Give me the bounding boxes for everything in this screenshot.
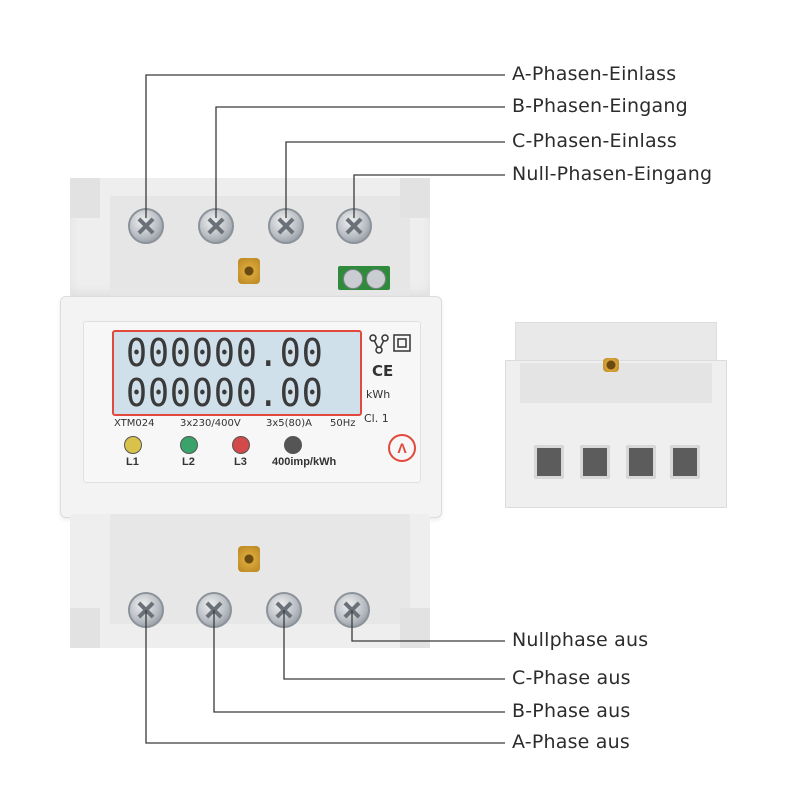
screw-b-in [198,208,234,244]
label-c-phase-in: C-Phasen-Einlass [512,130,677,152]
side-terminal-hole [626,445,656,479]
side-terminal-hole [580,445,610,479]
model-label: XTM024 [114,418,155,429]
unit-label: kWh [366,388,391,401]
lcd-display: 000000.00 000000.00 [112,330,362,416]
label-null-phase-out: Nullphase aus [512,629,649,651]
meter-face: 000000.00 000000.00 CE kWh Cl. 1 XTM024 [60,296,442,518]
side-terminal-hole [534,445,564,479]
led-label-l3: L3 [234,456,247,468]
voltage-label: 3x230/400V [180,418,241,429]
energy-meter-front: 000000.00 000000.00 CE kWh Cl. 1 XTM024 [60,178,442,648]
brand-logo-icon: Λ [388,434,416,462]
frequency-label: 50Hz [330,418,356,429]
screw-null-out [334,592,370,628]
led-l1 [124,436,142,454]
top-mounting-nut [238,258,260,284]
phase-symbol-icon [369,334,411,354]
screw-a-out [128,592,164,628]
screw-null-in [336,208,372,244]
impulse-rate-label: 400imp/kWh [272,456,337,468]
accuracy-class: Cl. 1 [364,412,389,425]
screw-b-out [196,592,232,628]
current-label: 3x5(80)A [266,418,313,429]
led-label-l2: L2 [182,456,195,468]
display-panel: 000000.00 000000.00 CE kWh Cl. 1 XTM024 [83,321,421,483]
lcd-row-1: 000000.00 [126,331,324,375]
label-a-phase-out: A-Phase aus [512,731,630,753]
led-label-l1: L1 [126,456,139,468]
bottom-mounting-nut [238,546,260,572]
screw-c-in [268,208,304,244]
led-l2 [180,436,198,454]
screw-c-out [266,592,302,628]
side-terminal-hole [670,445,700,479]
led-l3 [232,436,250,454]
ce-mark: CE [372,362,394,380]
lcd-row-2: 000000.00 [126,371,324,415]
label-null-phase-in: Null-Phasen-Eingang [512,163,713,185]
led-impulse [284,436,302,454]
label-b-phase-in: B-Phasen-Eingang [512,95,688,117]
meter-side-view [505,322,727,508]
label-c-phase-out: C-Phase aus [512,667,631,689]
label-a-phase-in: A-Phasen-Einlass [512,63,677,85]
screw-a-in [128,208,164,244]
bottom-terminal-block [70,514,430,648]
pulse-output-terminal [338,266,390,290]
label-b-phase-out: B-Phase aus [512,700,631,722]
